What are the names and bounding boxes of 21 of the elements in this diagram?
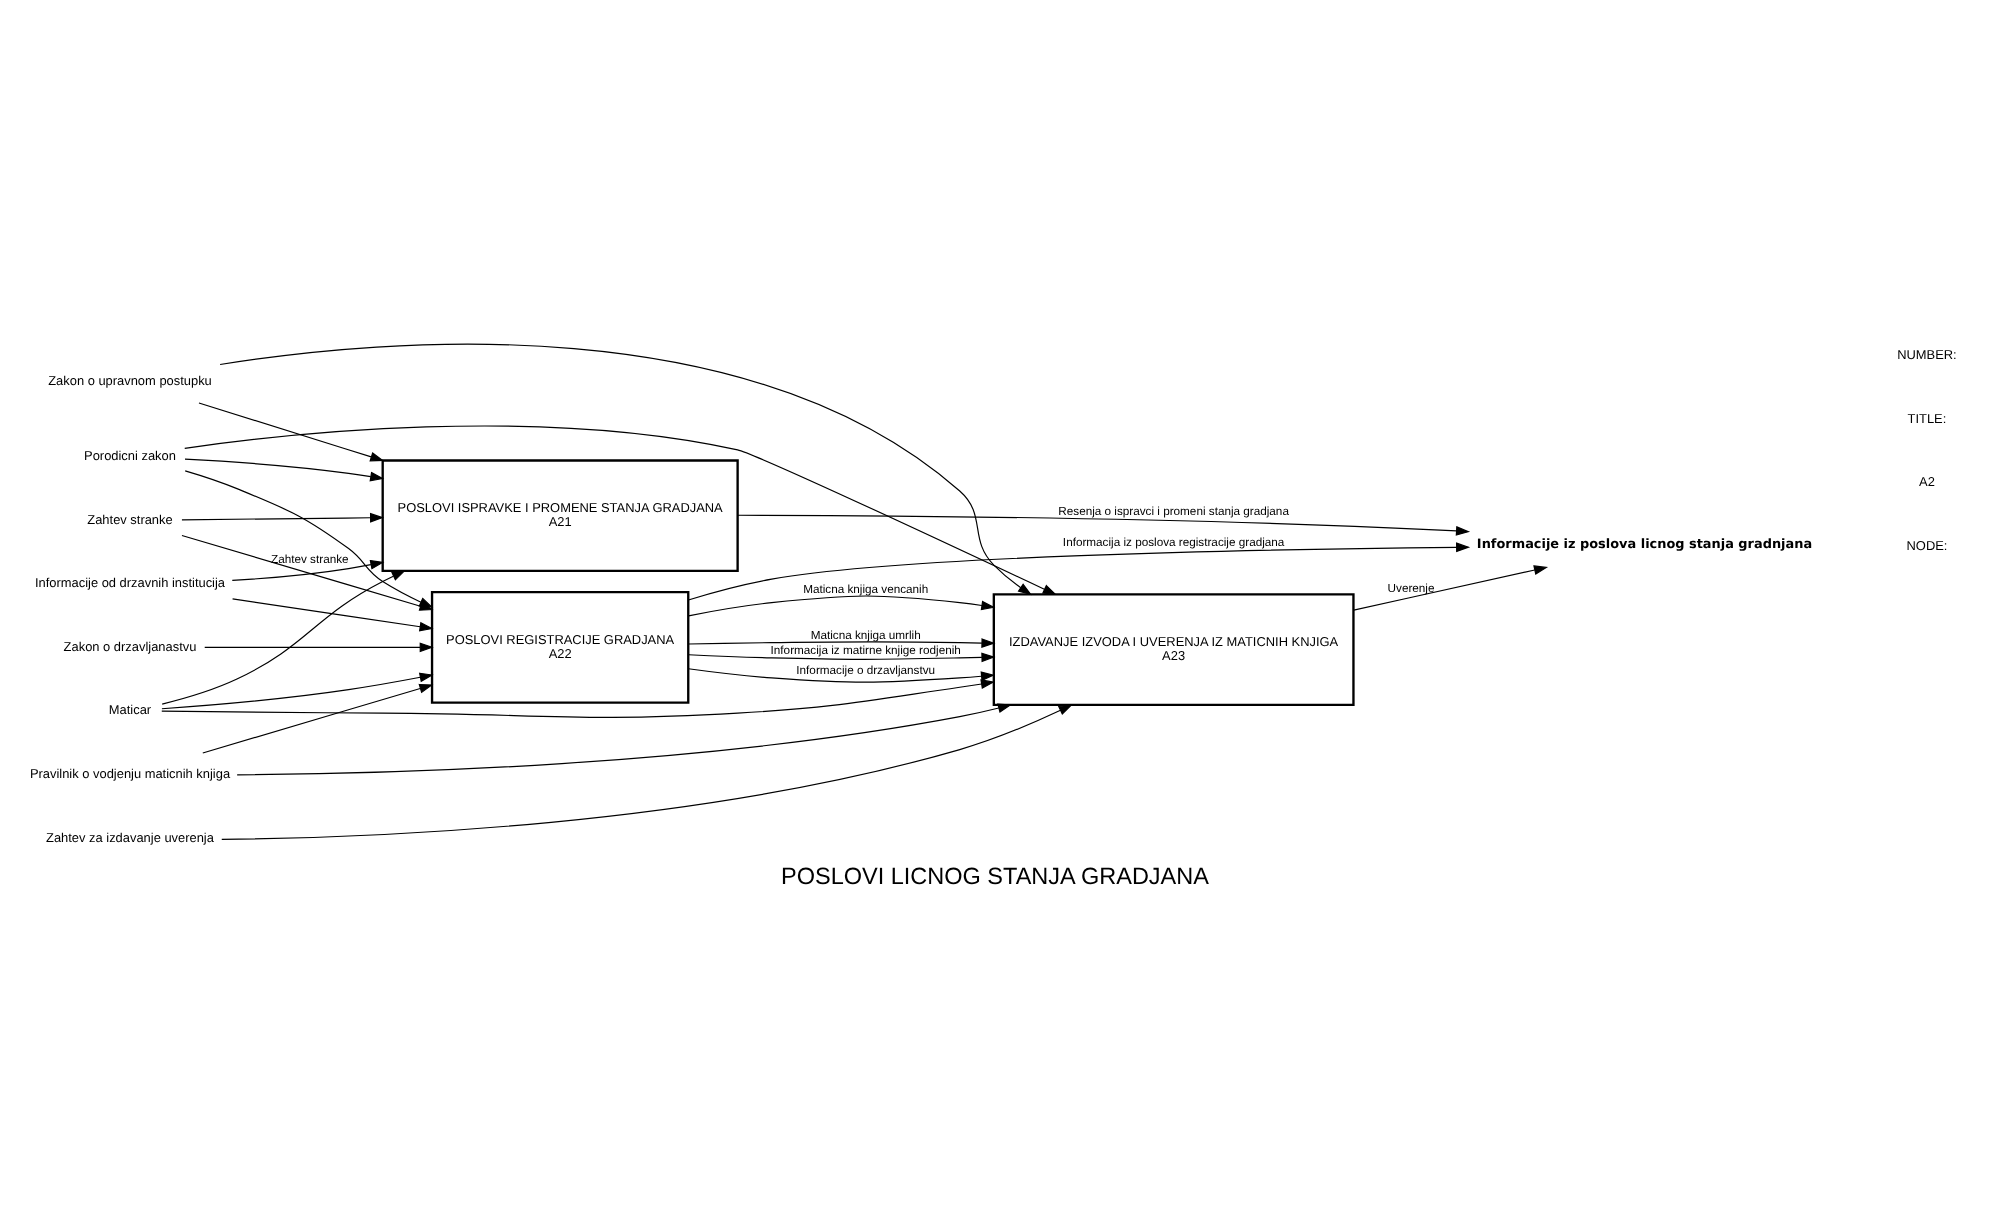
arrow [688,595,996,617]
arrow [202,683,434,754]
arrow [198,402,385,462]
arrow [688,638,996,648]
arrow [688,652,996,663]
arrow [737,514,1471,536]
arrow [231,559,385,582]
arrow [184,458,385,482]
arrow [221,704,1073,840]
arrow [687,668,996,683]
diagram-title: POSLOVI LICNOG STANJA GRADJANA [781,863,1209,890]
arrow [161,570,406,705]
arrow [1353,565,1549,611]
arrow [161,672,434,710]
arrow [181,512,385,523]
arrow [184,425,1057,596]
arrow [161,679,996,718]
arrow [687,542,1471,601]
arrow [219,343,1033,596]
arrow [236,703,1013,776]
arrow [204,642,434,653]
